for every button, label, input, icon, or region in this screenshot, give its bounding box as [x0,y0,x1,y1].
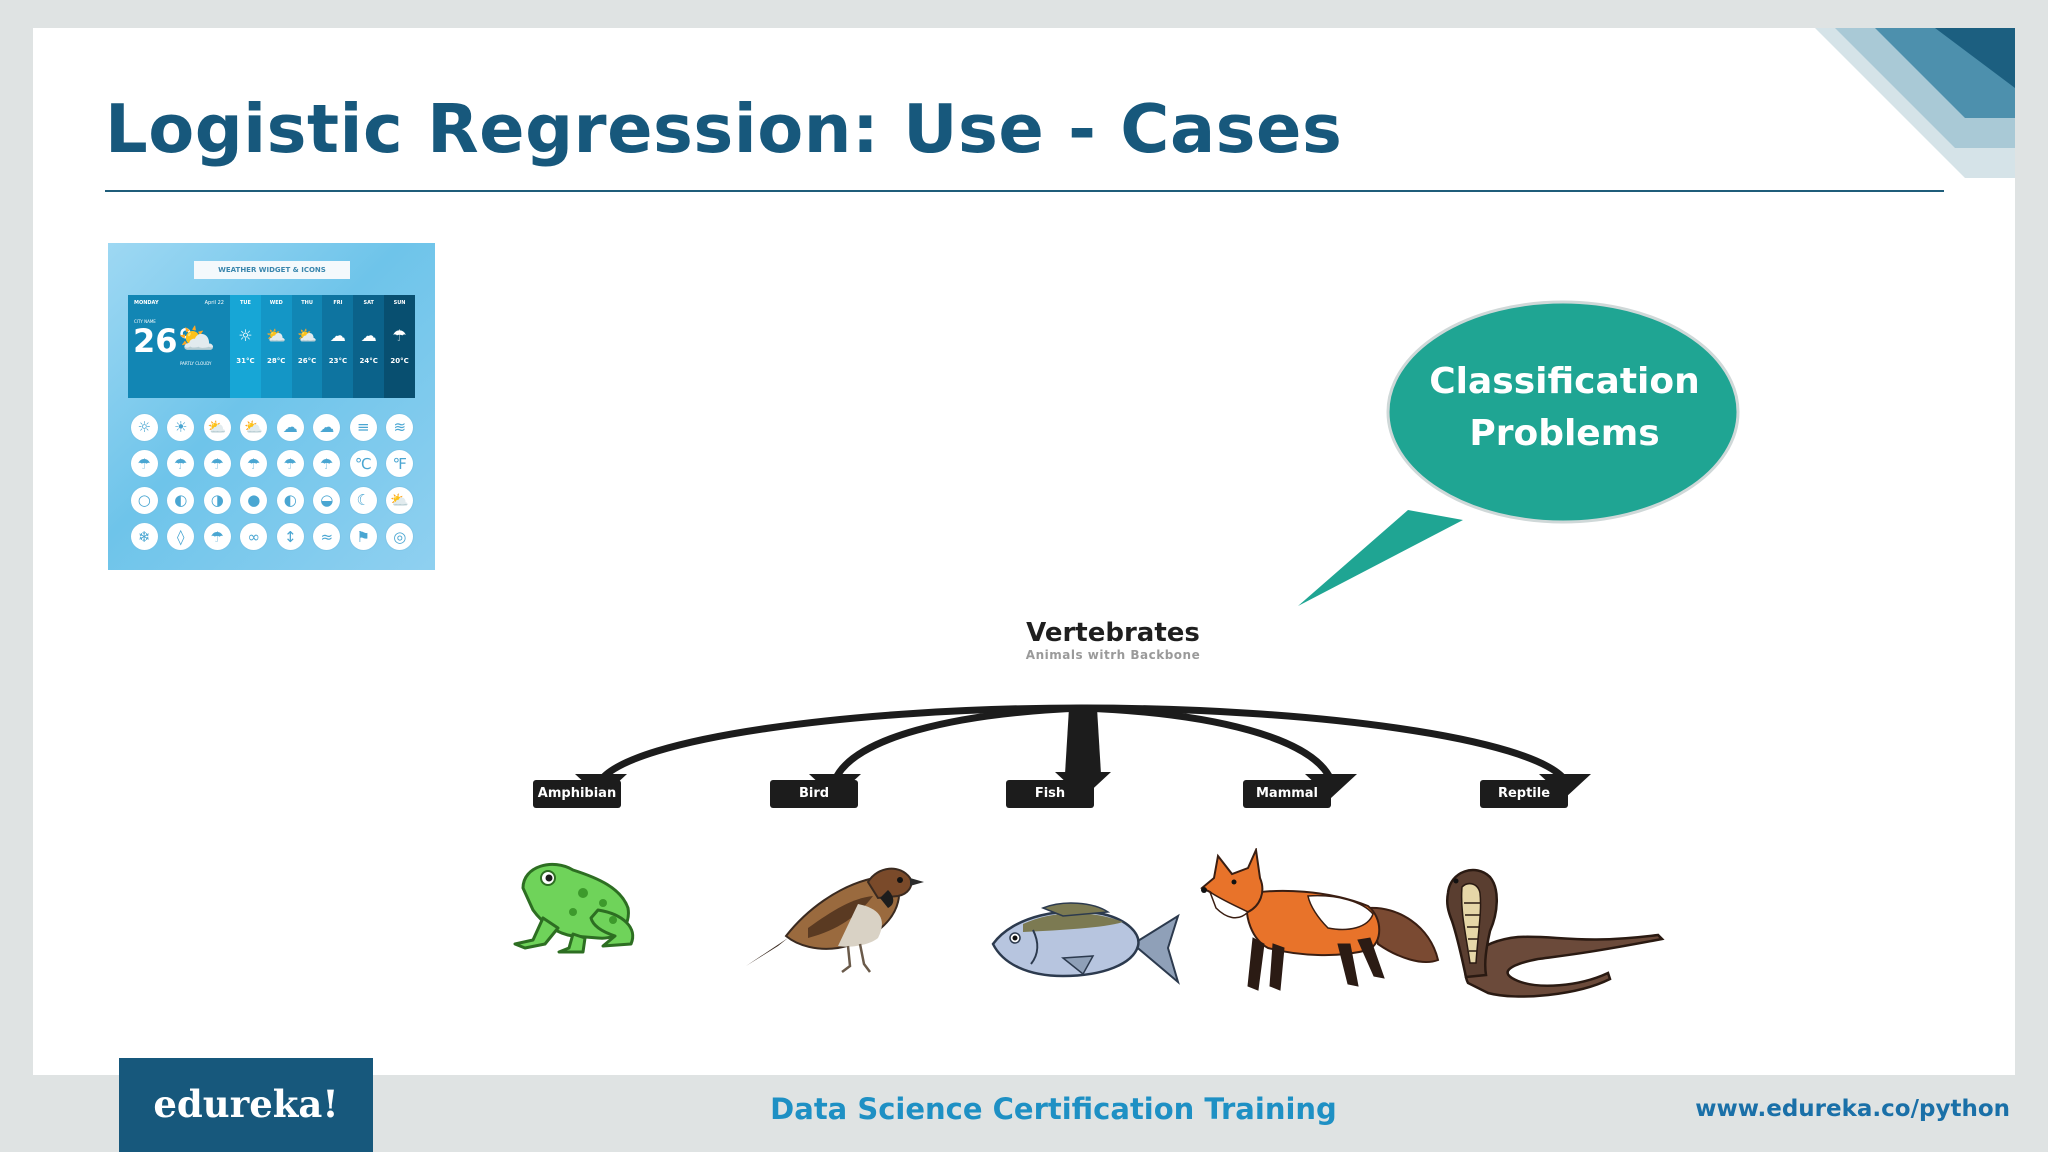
bubble-text: Classification Problems [1429,361,1700,454]
weather-city: CITY NAME [134,319,156,324]
cobra-illustration [1445,868,1665,998]
cloud-icon: ☁ [276,413,304,441]
edureka-logo: edureka! [119,1058,373,1152]
partly-cloudy-icon: ⛅ [240,413,268,441]
moon-icon: ● [240,486,268,514]
forecast-day-label: FRI [333,300,343,306]
forecast-temp: 20°C [390,357,409,365]
fox-illustration [1200,848,1440,991]
crescent-moon-icon: ☾ [349,486,377,514]
moon-icon: ◐ [167,486,195,514]
frog-illustration [513,862,635,954]
title-underline [105,190,1944,192]
cloud-icon: ☁ [313,413,341,441]
rain-icon: ☂ [167,450,195,478]
celsius-icon: ℃ [349,450,377,478]
rain-icon: ☂ [313,450,341,478]
partly-cloudy-icon: ⛅ [178,322,216,357]
slide: Logistic Regression: Use - Cases WEATHER… [33,28,2015,1075]
corner-decoration [1815,28,2015,178]
umbrella-icon: ☂ [203,523,231,551]
diagram-title: Vertebrates [1026,618,1200,648]
moon-icon: ◑ [203,486,231,514]
sparrow-illustration [746,867,924,973]
weather-today-day: MONDAY [134,300,159,306]
wind-icon: ≈ [313,523,341,551]
fahrenheit-icon: ℉ [386,450,414,478]
partly-cloudy-icon: ⛅ [297,326,318,345]
label-bird: Bird [770,780,858,808]
rain-icon: ☂ [240,450,268,478]
windsock-icon: ⚑ [349,523,377,551]
rain-icon: ☂ [130,450,158,478]
forecast-temp: 24°C [359,357,378,365]
weather-condition: PARTLY CLOUDY [180,361,212,366]
forecast-day-label: SAT [363,300,374,306]
snowflake-icon: ❄ [130,523,158,551]
forecast-day-label: WED [269,300,283,306]
partly-cloudy-icon: ⛅ [266,326,287,345]
diagram-subtitle: Animals witrh Backbone [1025,648,1201,662]
label-mammal: Mammal [1243,780,1331,808]
weather-panel: MONDAY April 22 CITY NAME 26° ⛅ PARTLY C… [128,295,415,398]
wind-icon: ≋ [386,413,414,441]
weather-today-date: April 22 [204,300,224,306]
forecast-temp: 23°C [328,357,348,365]
fog-icon: ≡ [349,413,377,441]
droplet-icon: ◊ [167,523,195,551]
rain-icon: ☂ [276,450,304,478]
moon-icon: ◐ [276,486,304,514]
footer-course-title: Data Science Certification Training [770,1092,1337,1126]
weather-today-temp: 26° [133,322,194,360]
partly-cloudy-icon: ⛅ [203,413,231,441]
forecast-day-label: SUN [393,300,406,306]
weather-today: MONDAY April 22 CITY NAME 26° ⛅ PARTLY C… [128,295,230,398]
infinity-icon: ∞ [240,523,268,551]
footer-url[interactable]: www.edureka.co/python [1695,1096,2010,1122]
sunrise-icon: ☼ [130,413,158,441]
forecast-day-label: TUE [239,300,251,306]
forecast-day: THU ⛅ 26°C [291,295,323,398]
speech-bubble [1298,300,1740,606]
weather-banner: WEATHER WIDGET & ICONS [194,261,350,279]
cloud-icon: ☁ [360,326,377,345]
fish-illustration [991,902,1180,985]
forecast-day: SAT ☁ 24°C [353,295,385,398]
forecast-day: SUN ☂ 20°C [384,295,415,398]
forecast-day: FRI ☁ 23°C [322,295,354,398]
rain-icon: ☂ [392,326,407,345]
forecast-day-label: THU [301,300,313,306]
forecast-temp: 31°C [236,357,255,365]
forecast-temp: 26°C [297,357,317,365]
moon-icon: ○ [130,486,158,514]
compass-icon: ◎ [386,523,414,551]
forecast-day: WED ⛅ 28°C [260,295,292,398]
thermometer-icon: ↕ [276,523,304,551]
logo-text: edureka! [153,1082,339,1126]
forecast-temp: 28°C [267,357,286,365]
slide-title: Logistic Regression: Use - Cases [105,90,1343,168]
rain-icon: ☂ [203,450,231,478]
label-fish: Fish [1006,780,1094,808]
label-amphibian: Amphibian [533,780,621,808]
sun-icon: ☀ [167,413,195,441]
sun-icon: ☼ [238,326,253,345]
partly-cloudy-icon: ⛅ [386,486,414,514]
forecast-day: TUE ☼ 31°C [230,295,261,398]
moon-icon: ◒ [313,486,341,514]
label-reptile: Reptile [1480,780,1568,808]
cloud-icon: ☁ [329,326,346,345]
weather-icon-grid: ☼ ☀ ⛅ ⛅ ☁ ☁ ≡ ≋ ☂ ☂ ☂ ☂ ☂ ☂ ℃ ℉ ○ ◐ ◑ ● … [126,409,418,555]
weather-widget-image: WEATHER WIDGET & ICONS MONDAY April 22 C… [108,243,435,570]
